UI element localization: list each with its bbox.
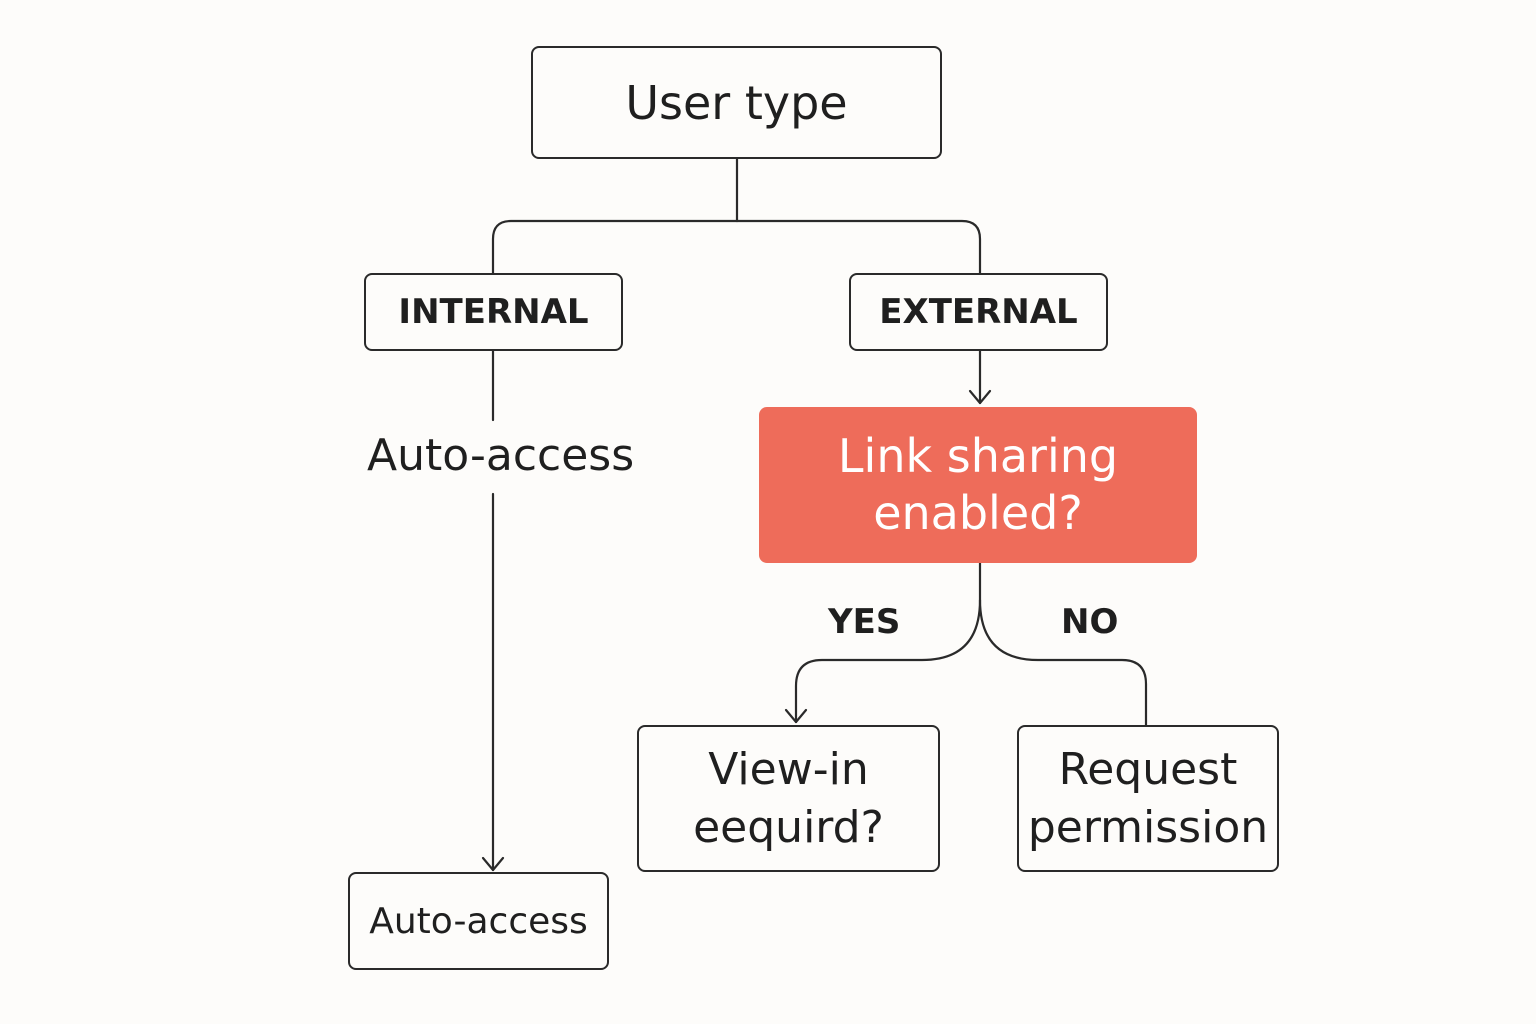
user-type-node: User type bbox=[531, 46, 942, 159]
decision-label-line1: Link sharing bbox=[837, 429, 1119, 483]
auto-access-node: Auto-access bbox=[348, 872, 609, 970]
user-type-label: User type bbox=[625, 75, 848, 130]
internal-arrowhead bbox=[481, 856, 505, 872]
request-permission-node: Request permission bbox=[1017, 725, 1279, 872]
yes-line bbox=[794, 561, 982, 724]
request-label-line2: permission bbox=[1027, 801, 1269, 853]
view-in-label-line1: View-in bbox=[708, 743, 869, 795]
no-line bbox=[978, 598, 1148, 727]
external-arrowhead bbox=[968, 389, 992, 405]
link-sharing-decision-node: Link sharing enabled? bbox=[759, 407, 1197, 563]
view-in-node: View-in eequird? bbox=[637, 725, 940, 872]
external-label: EXTERNAL bbox=[879, 292, 1078, 332]
no-edge-label: NO bbox=[1061, 602, 1119, 642]
yes-edge-label: YES bbox=[828, 602, 901, 642]
decision-label-line2: enabled? bbox=[873, 486, 1083, 540]
internal-label: INTERNAL bbox=[398, 292, 589, 332]
view-in-label-line2: eequird? bbox=[693, 801, 884, 853]
request-label-line1: Request bbox=[1058, 743, 1238, 795]
internal-node: INTERNAL bbox=[364, 273, 623, 351]
internal-edge-label: Auto-access bbox=[367, 430, 635, 481]
split-left-line bbox=[491, 219, 739, 275]
external-node: EXTERNAL bbox=[849, 273, 1108, 351]
yes-arrowhead bbox=[784, 708, 808, 724]
split-right-line bbox=[735, 219, 982, 275]
auto-access-label: Auto-access bbox=[369, 900, 588, 942]
